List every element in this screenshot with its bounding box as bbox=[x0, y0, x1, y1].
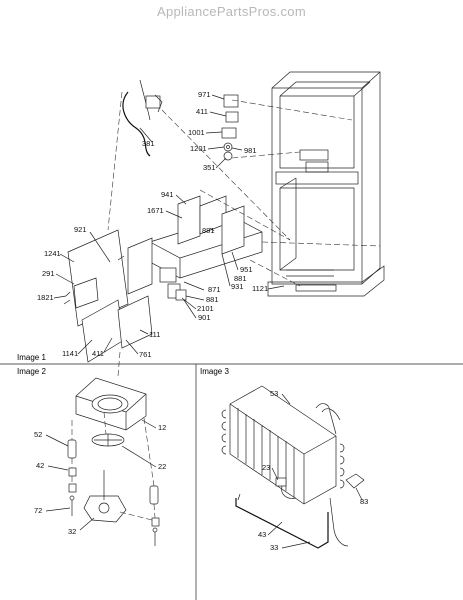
image1-dashed-leaders bbox=[107, 91, 381, 377]
part-label: 871 bbox=[208, 285, 221, 294]
part-label: 12 bbox=[158, 423, 166, 432]
part-label: 1821 bbox=[37, 293, 54, 302]
refrigerator-cabinet bbox=[267, 71, 385, 297]
part-label: 52 bbox=[34, 430, 42, 439]
part-label: 111 bbox=[149, 330, 160, 339]
image1-diagram: 971 411 1001 1201 981 351 381 941 1671 9… bbox=[37, 71, 385, 377]
part-label: 33 bbox=[270, 543, 278, 552]
tube-bends bbox=[221, 409, 345, 489]
part-label: 1671 bbox=[147, 206, 164, 215]
part-label: 411 bbox=[196, 107, 208, 116]
part-label: 43 bbox=[258, 530, 266, 539]
part-label: 881 bbox=[234, 274, 247, 283]
image3-evaporator: 53 23 83 43 33 bbox=[221, 385, 368, 552]
part-label: 1141 bbox=[62, 349, 78, 358]
part-label: 2101 bbox=[197, 304, 214, 313]
part-label: 23 bbox=[262, 463, 270, 472]
part-label: 22 bbox=[158, 462, 166, 471]
section-title-image3: Image 3 bbox=[200, 367, 229, 376]
section-title-image2: Image 2 bbox=[17, 367, 46, 376]
part-label: 881 bbox=[202, 226, 215, 235]
part-label: 1201 bbox=[190, 144, 207, 153]
image2-fan-assembly: 12 52 22 42 72 32 bbox=[34, 377, 166, 546]
part-label: 53 bbox=[270, 389, 278, 398]
part-label: 951 bbox=[240, 265, 253, 274]
part-label: 881 bbox=[206, 295, 219, 304]
watermark: AppliancePartsPros.com bbox=[157, 4, 306, 19]
part-label: 381 bbox=[142, 139, 155, 148]
part-label: 411 bbox=[92, 349, 104, 358]
part-label: 901 bbox=[198, 313, 211, 322]
part-label: 32 bbox=[68, 527, 76, 536]
part-label: 83 bbox=[360, 497, 368, 506]
part-label: 72 bbox=[34, 506, 42, 515]
part-label: 931 bbox=[231, 282, 244, 291]
part-label: 291 bbox=[42, 269, 55, 278]
left-panel bbox=[63, 229, 129, 327]
part-label: 971 bbox=[198, 90, 211, 99]
part-label: 351 bbox=[203, 163, 216, 172]
bottom-cover bbox=[81, 295, 153, 363]
image1-labels: 971 411 1001 1201 981 351 381 941 1671 9… bbox=[37, 90, 268, 359]
part-label: 1121 bbox=[252, 284, 268, 293]
part-label: 941 bbox=[161, 190, 174, 199]
section-title-image1: Image 1 bbox=[17, 353, 46, 362]
part-label: 1241 bbox=[44, 249, 61, 258]
part-label: 921 bbox=[74, 225, 87, 234]
section-frames: Image 1 Image 2 Image 3 bbox=[0, 353, 463, 600]
part-label: 1001 bbox=[188, 128, 205, 137]
image1-leader-lines bbox=[53, 94, 285, 355]
part-label: 981 bbox=[244, 146, 257, 155]
control-assembly bbox=[221, 94, 239, 161]
part-label: 42 bbox=[36, 461, 44, 470]
part-label: 761 bbox=[139, 350, 152, 359]
capillary-tube bbox=[122, 79, 163, 157]
